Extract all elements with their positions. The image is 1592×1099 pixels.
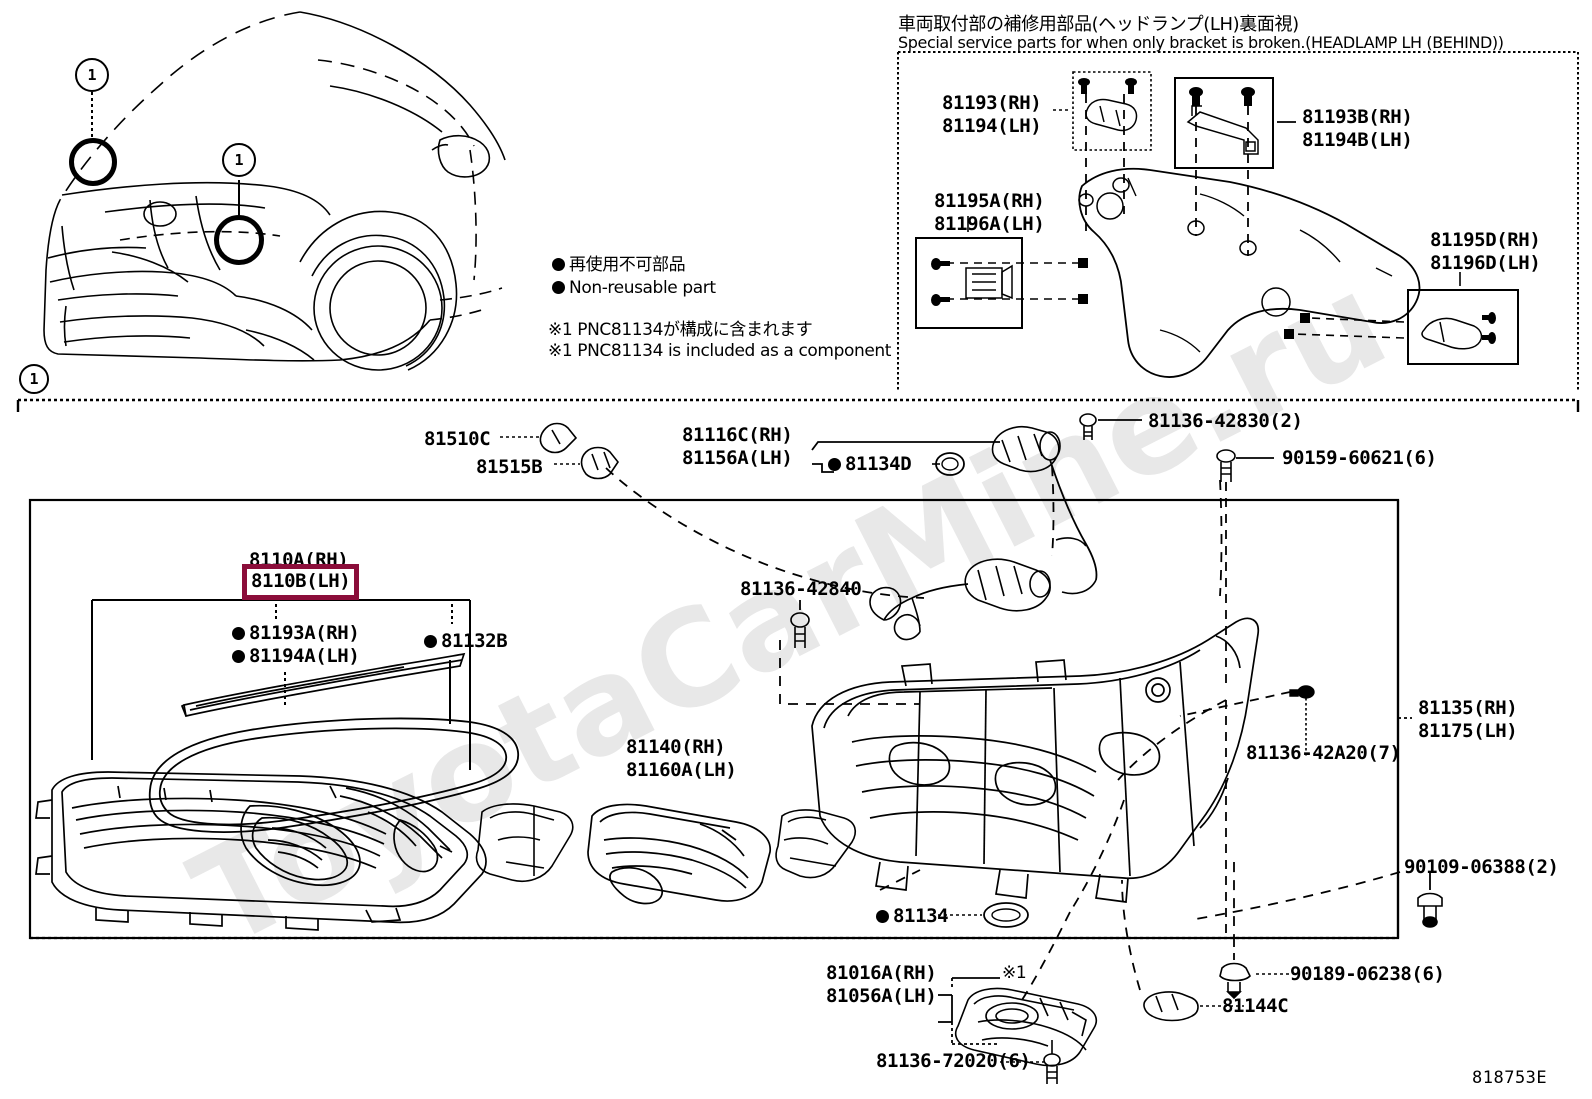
- corner-lens-part: [775, 809, 857, 879]
- part-81136-42a20: 81136-42A20(7): [1246, 742, 1401, 764]
- nonreusable-dot-icon-4: [232, 627, 245, 640]
- part-81194-lh: 81194(LH): [942, 115, 1042, 137]
- callout-marker-left: 1: [75, 58, 109, 92]
- part-81175-lh: 81175(LH): [1418, 720, 1518, 742]
- part-81116c-rh: 81116C(RH): [682, 424, 793, 446]
- assembly-group-bracket: [91, 588, 471, 770]
- part-81140-rh: 81140(RH): [626, 736, 726, 758]
- part-81156a-lh: 81156A(LH): [682, 447, 793, 469]
- led-driver-part: [954, 987, 1098, 1067]
- headlamp-lens-assembly: [35, 771, 487, 931]
- part-90159-60621: 90159-60621(6): [1282, 447, 1437, 469]
- part-81510c: 81510C: [424, 428, 491, 450]
- part-81194b-lh: 81194B(LH): [1302, 129, 1413, 151]
- nonreusable-dot-icon-2: [552, 281, 565, 294]
- part-81136-42840: 81136-42840: [740, 578, 862, 600]
- highlighted-part-label: 8110B(LH): [251, 570, 351, 592]
- small-bracket-part: [475, 803, 574, 882]
- right-group-bracket: [1396, 500, 1412, 938]
- section-marker-1: 1: [19, 364, 49, 394]
- part-81144c: 81144C: [1222, 995, 1289, 1017]
- part-81196d-lh: 81196D(LH): [1430, 252, 1541, 274]
- part-81196a-lh: 81196A(LH): [934, 213, 1045, 235]
- diagram-footer-code: 818753E: [1472, 1068, 1548, 1088]
- nonreusable-dot-icon: [552, 258, 565, 271]
- bracket-panel-title-en: Special service parts for when only brac…: [898, 33, 1504, 52]
- part-81160a-lh: 81160A(LH): [626, 759, 737, 781]
- nonreusable-dot-icon-7: [876, 910, 889, 923]
- bracket-panel-title-jp: 車両取付部の補修用部品(ヘッドランプ(LH)裏面視): [898, 14, 1299, 35]
- part-81136-72020: 81136-72020(6): [876, 1050, 1031, 1072]
- part-81135-rh: 81135(RH): [1418, 697, 1518, 719]
- part-81132b: 81132B: [424, 630, 508, 652]
- part-90109-06388: 90109-06388(2): [1404, 856, 1559, 878]
- trim-strip-part: [180, 652, 466, 718]
- bracket-panel-art: [897, 51, 1579, 392]
- wire-harness-part: [869, 426, 1098, 641]
- legend-nonreusable-en: Non-reusable part: [552, 278, 716, 298]
- nonreusable-dot-icon-5: [232, 650, 245, 663]
- note-reference-marker: ※1: [1002, 963, 1027, 983]
- part-90189-06238: 90189-06238(6): [1290, 963, 1445, 985]
- part-81194a-lh: 81194A(LH): [232, 645, 360, 667]
- part-81193b-rh: 81193B(RH): [1302, 106, 1413, 128]
- part-81195d-rh: 81195D(RH): [1430, 229, 1541, 251]
- part-81134d: 81134D: [828, 453, 912, 475]
- highlighted-part-8110b-lh[interactable]: 8110B(LH): [242, 564, 360, 600]
- legend-note-jp: ※1 PNC81134が構成に含まれます: [548, 320, 813, 340]
- fasteners: [500, 413, 1443, 1084]
- attach-ring-right: [214, 215, 264, 265]
- headlamp-housing-rear: [811, 617, 1260, 903]
- part-81136-42830: 81136-42830(2): [1148, 410, 1303, 432]
- attach-ring-left: [69, 138, 117, 186]
- part-81016a-rh: 81016A(RH): [826, 962, 937, 984]
- legend-nonreusable-jp: 再使用不可部品: [552, 250, 686, 275]
- section-divider: [16, 398, 1580, 412]
- part-81195a-rh: 81195A(RH): [934, 190, 1045, 212]
- nonreusable-dot-icon-6: [424, 635, 437, 648]
- part-81134: 81134: [876, 905, 949, 927]
- callout-marker-right: 1: [222, 143, 256, 177]
- part-81515b: 81515B: [476, 456, 543, 478]
- part-81056a-lh: 81056A(LH): [826, 985, 937, 1007]
- low-beam-unit-part: [587, 803, 771, 905]
- part-81193-rh: 81193(RH): [942, 92, 1042, 114]
- headlamp-seal-part: [148, 717, 519, 833]
- legend-note-en: ※1 PNC81134 is included as a component: [548, 341, 892, 361]
- callout-leaders: [91, 92, 240, 218]
- part-81193a-rh: 81193A(RH): [232, 622, 360, 644]
- vehicle-outline: [43, 11, 506, 371]
- nonreusable-dot-icon-3: [828, 458, 841, 471]
- leader-lines: [605, 465, 1401, 1001]
